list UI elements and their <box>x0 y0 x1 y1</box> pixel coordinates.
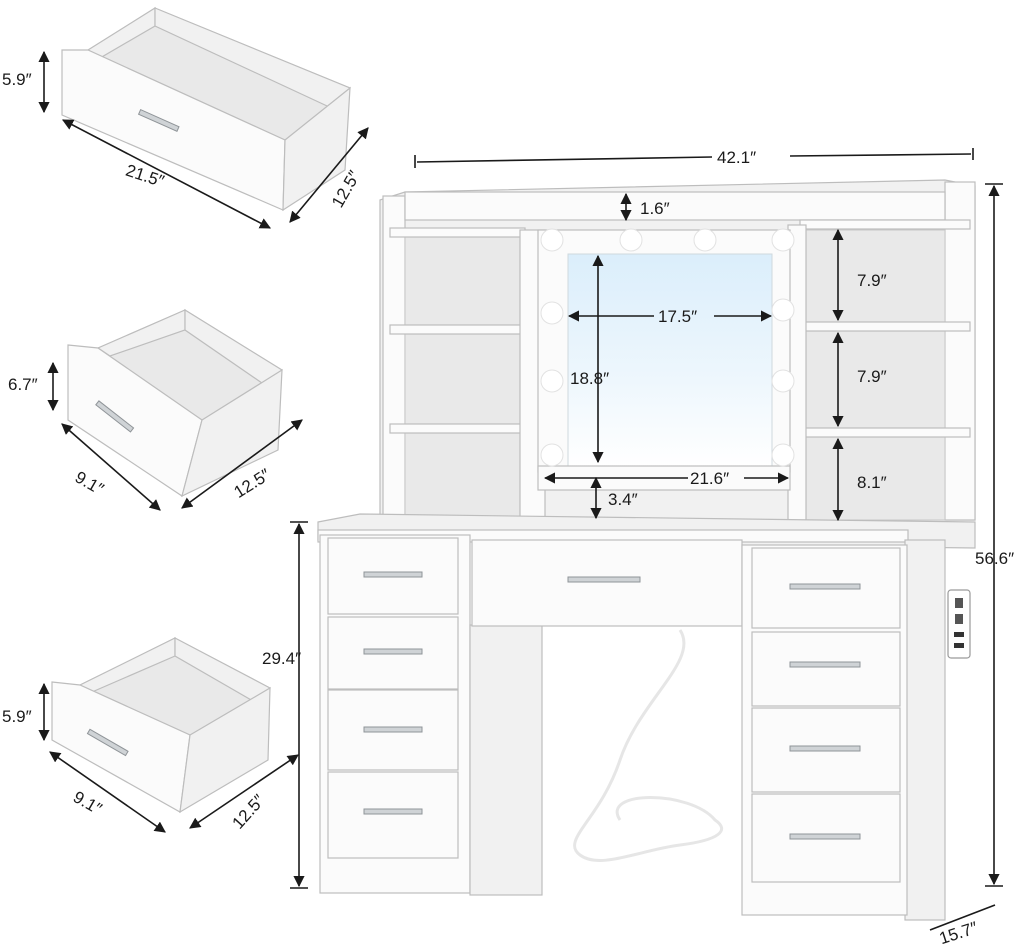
drawer-handle <box>363 648 423 655</box>
drawer-handle <box>567 576 641 583</box>
mirror-base-gap-label: 3.4″ <box>608 490 638 509</box>
drawer-medium-width-label: 9.1″ <box>72 468 107 499</box>
drawer-large-height-label: 5.9″ <box>2 70 32 89</box>
bulb-icon <box>771 369 795 393</box>
drawer-handle <box>363 571 423 578</box>
bulb-icon <box>693 228 717 252</box>
bulb-icon <box>771 298 795 322</box>
drawer-handle <box>363 808 423 815</box>
drawer-medium: 6.7″ 9.1″ 12.5″ <box>8 308 303 511</box>
vanity-hutch <box>379 179 976 523</box>
top-gap-label: 1.6″ <box>640 199 670 218</box>
drawer-medium-height-label: 6.7″ <box>8 375 38 394</box>
drawer-small-width-label: 9.1″ <box>70 787 105 818</box>
bulb-icon <box>540 443 564 467</box>
bulb-icon <box>771 228 795 252</box>
drawer-handle <box>363 726 423 733</box>
drawer-front <box>327 771 459 859</box>
drawer-handle <box>789 833 861 840</box>
mirror-inner-width-label: 17.5″ <box>658 307 697 326</box>
desk-height-label: 29.4″ <box>262 649 301 668</box>
main-dimensions: 42.1″ 56.6″ 15.7″ 29.4″ 1.6″ 17.5″ 18.8″… <box>262 148 1014 948</box>
bulb-icon <box>540 369 564 393</box>
drawer-small: 5.9″ 9.1″ 12.5″ <box>2 637 299 833</box>
drawer-large: 5.9″ 21.5″ 12.5″ <box>2 6 369 229</box>
drawer-medium-depth-label: 12.5″ <box>230 465 273 502</box>
power-cord <box>573 629 723 862</box>
drawer-handle <box>789 745 861 752</box>
drawer-handle <box>789 583 861 590</box>
overall-height-label: 56.6″ <box>975 549 1014 568</box>
mirror-outer-width-label: 21.6″ <box>690 469 729 488</box>
drawer-front <box>751 631 901 707</box>
shelf-top-label: 7.9″ <box>857 271 887 290</box>
bulb-icon <box>771 443 795 467</box>
vanity-desk <box>317 513 976 921</box>
bulb-icon <box>540 228 564 252</box>
shelf-bottom-label: 8.1″ <box>857 473 887 492</box>
drawer-front <box>471 539 743 627</box>
drawer-small-height-label: 5.9″ <box>2 707 32 726</box>
drawer-handle <box>789 661 861 668</box>
overall-width-label: 42.1″ <box>717 148 756 167</box>
drawer-large-width-label: 21.5″ <box>123 161 166 191</box>
mirror-height-label: 18.8″ <box>570 369 609 388</box>
shelf-middle-label: 7.9″ <box>857 367 887 386</box>
bulb-icon <box>619 228 643 252</box>
overall-depth-label: 15.7″ <box>937 918 980 948</box>
bulb-icon <box>540 301 564 325</box>
